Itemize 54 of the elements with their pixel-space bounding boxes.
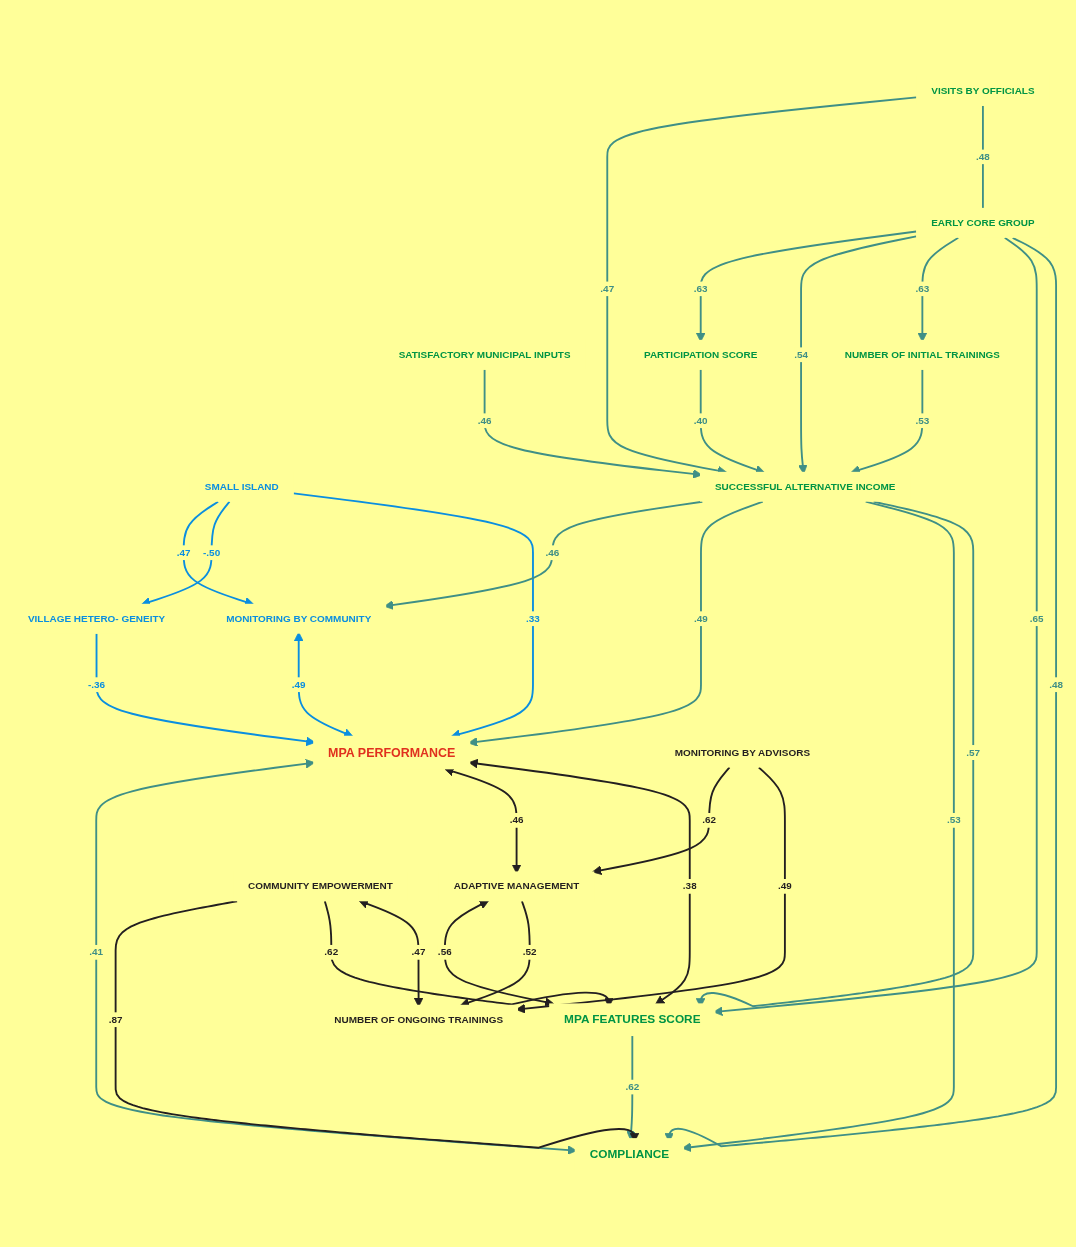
edge-label: .41 — [89, 946, 104, 958]
edge-label: .47 — [411, 946, 426, 958]
arrow — [681, 500, 955, 1153]
edge-label: .48 — [1049, 679, 1064, 690]
edge-label: .53 — [946, 814, 961, 826]
arrow — [664, 237, 1057, 1148]
edge-label: .40 — [693, 415, 708, 426]
node-text: VISITS BY OFFICIALS — [931, 85, 1035, 97]
edge-label: .63 — [915, 283, 930, 294]
node-text: NUMBER OF ONGOING TRAININGS — [334, 1014, 504, 1025]
edge-label: -.50 — [203, 547, 221, 558]
arrow — [443, 900, 555, 1007]
arrow — [293, 631, 354, 738]
arrow — [383, 500, 704, 610]
edge-label: .49 — [777, 880, 792, 892]
edge-label: .33 — [526, 613, 540, 624]
node-text: MONITORING BY ADVISORS — [674, 747, 811, 758]
edge-label: .49 — [291, 679, 306, 690]
node-text: SMALL ISLAND — [204, 481, 279, 492]
node-text: VILLAGE HETERO- GENEITY — [27, 613, 166, 624]
edge-label: .62 — [702, 814, 717, 826]
arrow — [114, 900, 639, 1149]
edge-label: .46 — [509, 814, 524, 826]
node-text: COMMUNITY EMPOWERMENT — [248, 880, 393, 892]
edge-label: -.36 — [87, 679, 106, 690]
node-text: EARLY CORE GROUP — [931, 217, 1035, 228]
arrow — [444, 767, 522, 874]
node-text: ADAPTIVE MANAGEMENT — [453, 880, 580, 892]
arrow — [323, 900, 613, 1008]
edge-label: .63 — [693, 283, 708, 294]
edge-label: .47 — [176, 547, 191, 558]
arrow — [592, 766, 731, 876]
edge-label: .52 — [522, 946, 537, 958]
node-text: NUMBER OF INITIAL TRAININGS — [844, 349, 1000, 360]
edge-label: .56 — [437, 946, 452, 958]
node-text: SATISFACTORY MUNICIPAL INPUTS — [398, 349, 571, 360]
edge-label: .48 — [975, 151, 990, 162]
edge-label: .57 — [966, 747, 981, 758]
edge-label: .46 — [545, 547, 560, 558]
edge-label: .46 — [477, 415, 492, 426]
edge-label: .87 — [108, 1014, 123, 1025]
node-text: PARTICIPATION SCORE — [644, 349, 758, 360]
edge-label: .65 — [1029, 613, 1044, 624]
edge-label: .62 — [324, 946, 339, 958]
arrow — [626, 1035, 636, 1141]
edge-label: .54 — [794, 349, 808, 360]
connector — [981, 105, 984, 209]
edge-label: .47 — [600, 283, 615, 294]
edge-label: .53 — [915, 415, 930, 426]
edge-label: .62 — [625, 1081, 640, 1093]
edge-label: .38 — [682, 880, 697, 892]
arrow — [696, 500, 975, 1008]
edge-label: .49 — [694, 613, 708, 624]
node-text: MONITORING BY COMMUNITY — [226, 613, 372, 624]
